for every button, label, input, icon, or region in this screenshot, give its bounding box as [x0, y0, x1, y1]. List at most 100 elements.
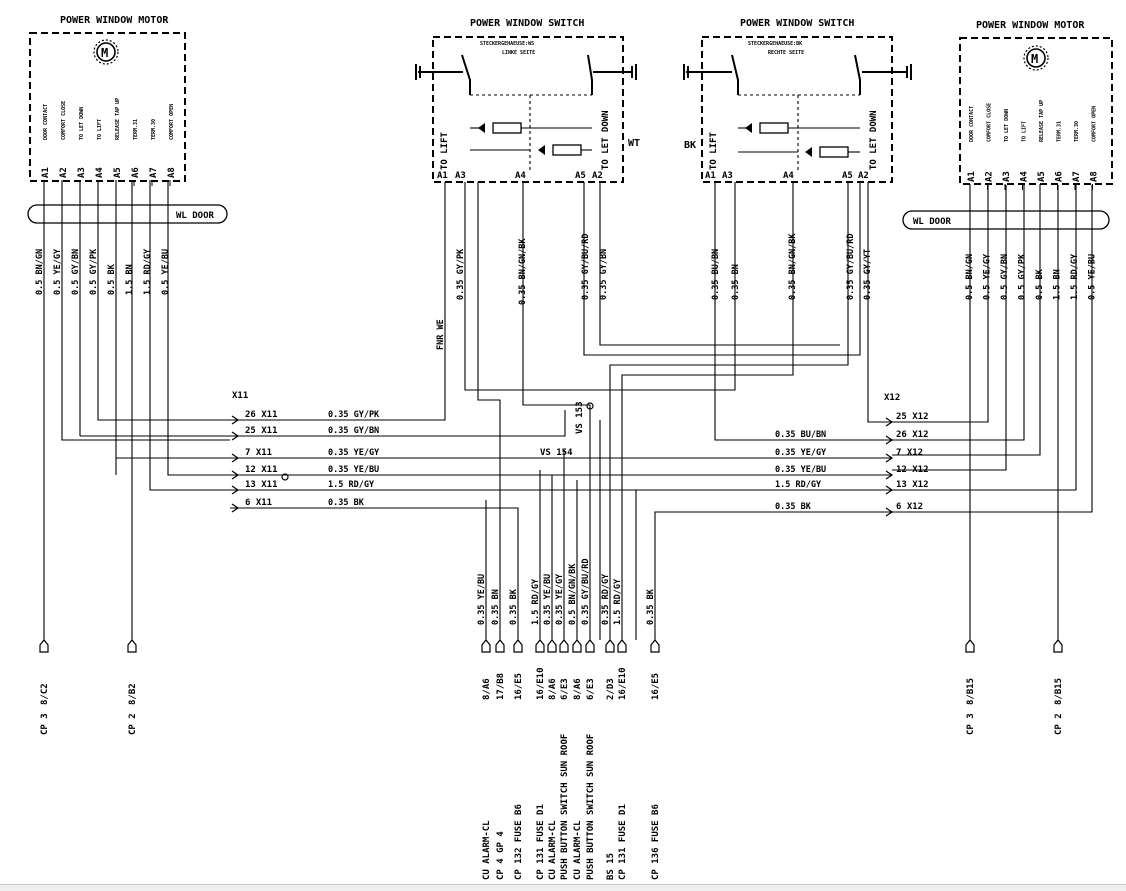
motor-right-func-7: COMFORT OPEN — [1092, 106, 1098, 142]
x12-wire-3: 0.35 YE/BU — [775, 465, 826, 475]
bottom-scroll-edge — [0, 884, 1126, 891]
terminal-center-name-10: CP 136 FUSE B6 — [651, 804, 661, 880]
connector-x12-title: X12 — [884, 393, 900, 403]
switch-right-wire-1: 0.35 BN — [731, 264, 741, 300]
power-window-switch-left: POWER WINDOW SWITCH STECKERGEHAEUSE:WS L… — [415, 18, 640, 183]
switch-left-housing — [432, 36, 624, 183]
terminal-center-ref-5: 6/E3 — [560, 678, 570, 700]
wire-routing — [43, 180, 1093, 640]
motor-left-pin-7: A8 — [167, 167, 177, 178]
switch-left-label-2: LINKE SEITE — [502, 50, 535, 56]
motor-right-pin-3: A4 — [1020, 171, 1030, 182]
motor-right-func-4: RELEASE TAP UP — [1039, 100, 1045, 142]
terminal-connector-icon — [495, 639, 505, 653]
switch-right-pin-3: A5 — [842, 171, 853, 181]
terminal-center-name-5: PUSH BUTTON SWITCH SUN ROOF — [560, 734, 570, 880]
motor-right-wire-5: 1.5 BN — [1053, 269, 1063, 300]
terminal-right-name-0: CP 3 — [966, 713, 976, 735]
terminal-center-ref-2: 16/E5 — [514, 673, 524, 700]
x11-pin-0: 26 X11 — [245, 410, 278, 420]
bottom-wire-2: 0.35 BK — [509, 588, 519, 625]
motor-left-housing — [29, 32, 186, 182]
x12-pin-3: 12 X12 — [896, 465, 929, 475]
switch-left-to-let-down: TO LET DOWN — [601, 110, 611, 170]
motor-left-pin-4: A5 — [113, 167, 123, 178]
connector-x11-title: X11 — [232, 391, 248, 401]
x12-pin-arrow-icon — [885, 435, 894, 445]
x11-pin-3: 12 X11 — [245, 465, 278, 475]
switch-left-wire-4: 0.35 GY/BN — [599, 249, 609, 300]
x12-pin-arrow-icon — [885, 470, 894, 480]
harness-left-label: WL DOOR — [176, 211, 215, 221]
terminal-center-ref-4: 8/A6 — [548, 678, 558, 700]
terminal-center-ref-7: 6/E3 — [586, 678, 596, 700]
motor-left-pin-1: A2 — [59, 167, 69, 178]
switch-left-wire-1: 0.35 GY/PK — [456, 248, 466, 300]
terminal-center-name-2: CP 132 FUSE B6 — [514, 804, 524, 880]
x12-pin-5: 6 X12 — [896, 502, 923, 512]
x12-wire-5: 0.35 BK — [775, 502, 812, 512]
terminal-center-ref-8: 2/D3 — [606, 678, 616, 700]
switch-left-color-tag: WT — [628, 138, 640, 149]
motor-left-pin-6: A7 — [149, 167, 159, 178]
motor-right-func-0: DOOR CONTACT — [969, 106, 975, 142]
terminal-connector-icon — [605, 639, 615, 653]
x11-pin-arrow-icon — [231, 485, 240, 495]
motor-right-title: POWER WINDOW MOTOR — [976, 20, 1085, 31]
splice-node — [281, 473, 289, 481]
bottom-wire-6: 0.5 BN/GN/BK — [568, 563, 578, 625]
x12-pin-arrow-icon — [885, 507, 894, 517]
x11-pin-5: 6 X11 — [245, 498, 272, 508]
terminal-center-name-7: PUSH BUTTON SWITCH SUN ROOF — [586, 734, 596, 880]
motor-left-pin-2: A3 — [77, 167, 87, 178]
motor-right-wire-3: 0.5 GY/PK — [1018, 253, 1028, 300]
svg-text:M: M — [1031, 52, 1038, 66]
x11-wire-4: 1.5 RD/GY — [328, 480, 375, 490]
x11-wire-0: 0.35 GY/PK — [328, 410, 380, 420]
switch-left-wire-2: 0.35 BN/GN/BK — [518, 238, 528, 305]
x11-wire-1: 0.35 GY/BN — [328, 426, 379, 436]
power-window-motor-right: POWER WINDOW MOTOR M DOOR CONTACTA1COMFO… — [959, 20, 1113, 190]
switch-left-pin-4: A2 — [592, 171, 603, 181]
motor-right-pin-7: A8 — [1090, 171, 1100, 182]
motor-left-wire-0: 0.5 BN/GN — [35, 249, 45, 295]
terminal-center-ref-3: 16/E10 — [536, 667, 546, 700]
motor-left-func-2: TO LET DOWN — [79, 107, 85, 140]
switch-left-label-1: STECKERGEHAEUSE:WS — [480, 41, 534, 47]
motor-right-wire-6: 1.5 RD/GY — [1070, 253, 1080, 300]
x12-pin-arrow-icon — [885, 417, 894, 427]
switch-right-housing — [701, 36, 893, 183]
motor-right-symbol-icon: M — [1023, 45, 1049, 71]
switch-left-diode-resistor-2 — [470, 144, 592, 156]
terminal-left-ref-1: 8/B2 — [128, 683, 138, 705]
switch-right-color-tag: BK — [684, 140, 696, 151]
harness-left: WL DOOR — [27, 204, 228, 224]
motor-right-pin-5: A6 — [1055, 171, 1065, 182]
terminal-center-ref-6: 8/A6 — [573, 678, 583, 700]
terminal-right-ref-1: 8/B15 — [1054, 678, 1064, 705]
motor-left-func-7: COMFORT OPEN — [169, 104, 175, 140]
switch-right-pin-1: A3 — [722, 171, 733, 181]
terminal-center-name-8: BS 15 — [606, 853, 616, 880]
motor-left-wire-5: 1.5 BN — [125, 264, 135, 295]
bottom-wire-10: 0.35 BK — [646, 588, 656, 625]
terminal-connector-icon — [572, 639, 582, 653]
switch-right-to-lift: TO LIFT — [709, 131, 719, 170]
switch-left-wire-3: 0.35 GY/BU/RD — [581, 233, 591, 300]
terminal-connector-icon — [547, 639, 557, 653]
motor-left-func-5: TERM.31 — [133, 119, 139, 140]
motor-left-title: POWER WINDOW MOTOR — [60, 15, 169, 26]
motor-left-func-1: COMFORT CLOSE — [61, 101, 67, 140]
x12-pin-arrow-icon — [885, 453, 894, 463]
x11-pin-arrow-icon — [231, 415, 240, 425]
switch-left-pin-3: A5 — [575, 171, 586, 181]
switch-right-diode-resistor-2 — [738, 146, 860, 158]
bottom-wire-4: 0.35 YE/BU — [543, 574, 553, 625]
switch-right-to-let-down: TO LET DOWN — [869, 110, 879, 170]
